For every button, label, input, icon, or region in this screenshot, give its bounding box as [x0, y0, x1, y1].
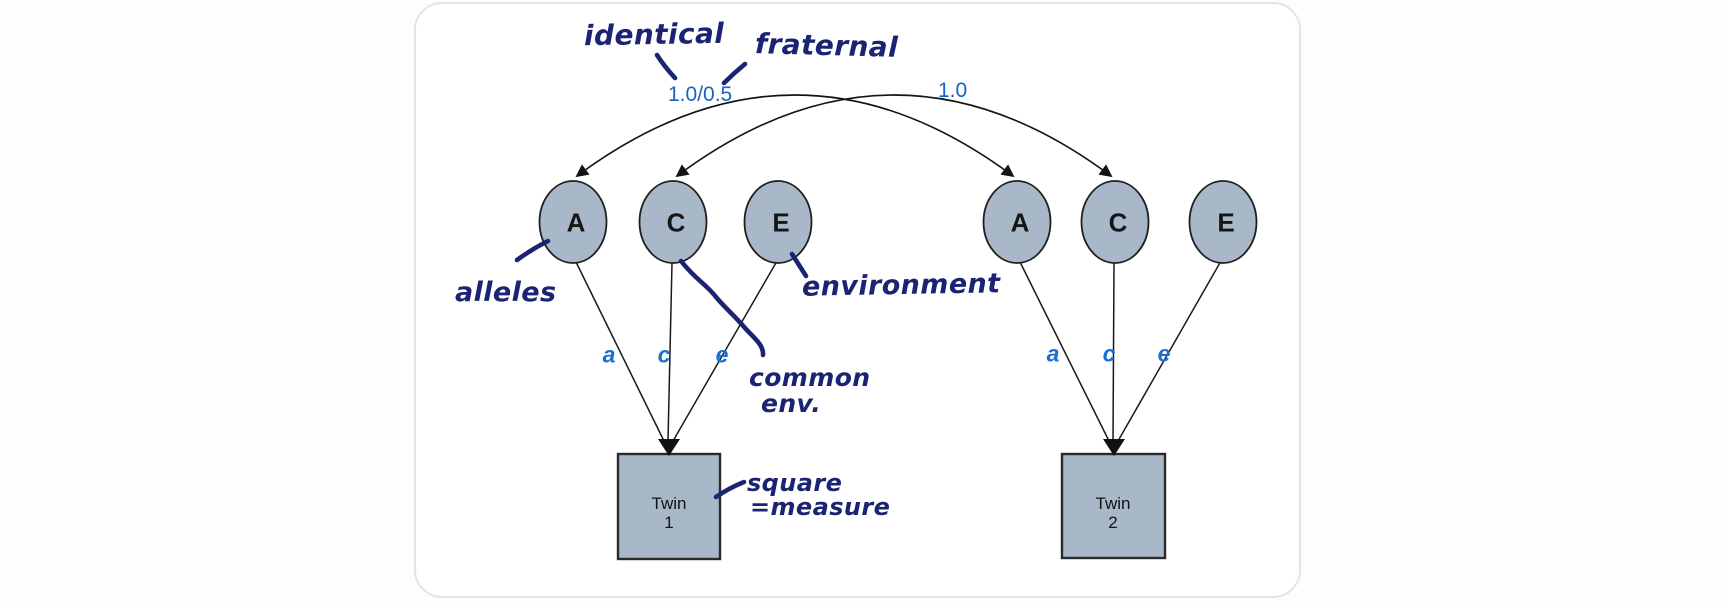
latent-label-e-twin1: E: [772, 207, 790, 238]
coef-c-twin2: c: [1102, 340, 1116, 367]
stroke-fraternal-tick: [721, 61, 748, 86]
annotation-fraternal: fraternal: [754, 27, 899, 64]
annotation-common-env-line1: common: [749, 363, 871, 392]
observed-label-twin2-line2: 2: [1108, 513, 1118, 532]
latent-node-e-twin1: [743, 180, 813, 264]
annotation-identical: identical: [583, 16, 725, 53]
path-lines: [575, 260, 1222, 442]
observed-label-twin1: Twin 1: [618, 494, 720, 532]
correlation-label-a: 1.0/0.5: [668, 83, 733, 106]
path-e-twin2: [1117, 260, 1222, 442]
coef-c-twin1: c: [657, 341, 671, 368]
latent-label-c-twin1: C: [666, 207, 686, 238]
observed-label-twin2-line1: Twin: [1095, 494, 1131, 513]
stroke-common-env-curve: [678, 258, 766, 358]
stroke-environment-tick: [789, 251, 809, 279]
observed-label-twin2: Twin 2: [1062, 494, 1164, 532]
correlation-label-c: 1.0: [938, 79, 968, 102]
latent-label-c-twin2: C: [1108, 207, 1128, 238]
observed-label-twin1-line1: Twin: [651, 494, 687, 513]
latent-node-c-twin1: [638, 180, 708, 264]
latent-node-c-twin2: [1080, 180, 1150, 264]
observed-node-twin1: [616, 452, 722, 561]
arrowhead-twin2: [1103, 439, 1125, 456]
path-c-twin1: [667, 262, 673, 442]
path-c-twin2: [1112, 262, 1115, 442]
observed-label-twin1-line2: 1: [664, 513, 674, 532]
path-e-twin1: [672, 260, 778, 442]
latent-node-a-twin1: [538, 180, 608, 264]
annotation-common-env-line2: env.: [761, 389, 822, 418]
coef-e-twin2: e: [1157, 340, 1171, 367]
latent-label-a-twin1: A: [566, 207, 586, 238]
coef-e-twin1: e: [715, 341, 729, 368]
coef-a-twin2: a: [1046, 340, 1060, 367]
correlation-arc-c: [675, 94, 1113, 178]
annotation-square-note-line1: square: [747, 469, 843, 497]
latent-label-a-twin2: A: [1010, 207, 1030, 238]
correlation-arc-a: [575, 94, 1015, 178]
latent-node-e-twin2: [1188, 180, 1258, 264]
coef-a-twin1: a: [602, 341, 616, 368]
observed-node-twin2: [1060, 452, 1167, 560]
arrowhead-twin1: [658, 439, 680, 456]
latent-label-e-twin2: E: [1217, 207, 1235, 238]
annotation-square-note-line2: =measure: [750, 493, 891, 521]
path-a-twin2: [1019, 261, 1110, 442]
stroke-identical-tick: [654, 52, 678, 81]
path-a-twin1: [575, 261, 665, 442]
annotation-alleles: alleles: [455, 277, 557, 308]
annotation-environment: environment: [801, 268, 1001, 303]
latent-node-a-twin2: [982, 180, 1052, 264]
stroke-square-note-dash: [713, 479, 747, 500]
stroke-alleles-tick: [514, 238, 551, 263]
